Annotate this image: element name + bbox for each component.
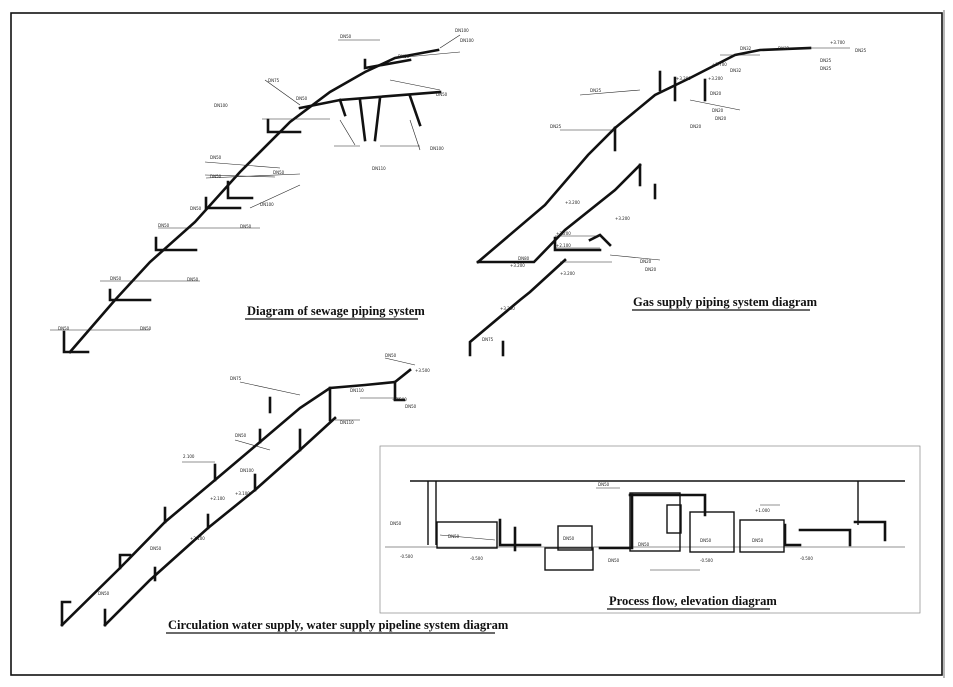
svg-text:DN50: DN50 [405,404,417,409]
sewage-piping-diagram: DN50 DN50 DN100 DN100 DN75 DN100 DN50 DN… [50,28,474,354]
svg-text:DN100: DN100 [214,103,228,108]
svg-text:DN20: DN20 [712,108,724,113]
svg-text:DN110: DN110 [340,420,354,425]
svg-text:DN50: DN50 [385,353,397,358]
svg-text:DN100: DN100 [455,28,469,33]
svg-text:+2.100: +2.100 [210,496,225,501]
svg-text:DN20: DN20 [715,116,727,121]
svg-text:DN50: DN50 [210,155,222,160]
svg-text:DN50: DN50 [752,538,764,543]
svg-text:DN50: DN50 [110,276,122,281]
process-diagram-frame [379,445,921,614]
svg-text:DN50: DN50 [563,536,575,541]
svg-text:DN20: DN20 [640,259,652,264]
svg-text:DN20: DN20 [710,91,722,96]
svg-text:+3.500: +3.500 [415,368,430,373]
svg-text:DN32: DN32 [740,46,752,51]
svg-text:DN80: DN80 [518,256,530,261]
svg-text:-0.500: -0.500 [400,554,413,559]
svg-text:+3.200: +3.200 [556,231,571,236]
svg-text:+3.200: +3.200 [510,263,525,268]
svg-text:DN50: DN50 [187,277,199,282]
svg-text:DN50: DN50 [296,96,308,101]
svg-text:-0.500: -0.500 [470,556,483,561]
svg-text:+3.200: +3.200 [500,306,515,311]
svg-text:-0.500: -0.500 [800,556,813,561]
svg-text:DN50: DN50 [240,224,252,229]
svg-text:DN25: DN25 [550,124,562,129]
svg-text:+3.200: +3.200 [615,216,630,221]
svg-text:DN20: DN20 [690,124,702,129]
svg-text:DN75: DN75 [482,337,494,342]
svg-text:DN50: DN50 [190,206,202,211]
svg-text:DN100: DN100 [460,38,474,43]
svg-text:DN25: DN25 [820,66,832,71]
svg-text:+3.100: +3.100 [235,491,250,496]
svg-text:2.100: 2.100 [183,454,195,459]
svg-text:DN50: DN50 [700,538,712,543]
svg-text:DN75: DN75 [230,376,242,381]
svg-text:+3.200: +3.200 [708,76,723,81]
svg-text:+3.200: +3.200 [560,271,575,276]
gas-piping-diagram: DN25 DN25 +3.700 DN25 DN25 DN25 DN32 DN3… [468,40,867,357]
svg-text:+3.700: +3.700 [830,40,845,45]
svg-text:-0.500: -0.500 [700,558,713,563]
svg-text:DN50: DN50 [140,326,152,331]
gas-diagram-title: Gas supply piping system diagram [633,295,818,309]
svg-text:+3.200: +3.200 [676,76,691,81]
svg-text:DN100: DN100 [260,202,274,207]
svg-text:DN50: DN50 [598,482,610,487]
svg-text:DN32: DN32 [730,68,742,73]
svg-text:DN110: DN110 [372,166,386,171]
svg-text:DN25: DN25 [820,58,832,63]
svg-text:DN50: DN50 [340,34,352,39]
tank-3 [544,547,594,571]
process-flow-diagram: DN50 DN50 DN50 DN50 DN50 DN50 DN50 DN50 … [379,445,921,614]
svg-text:DN50: DN50 [273,170,285,175]
svg-text:DN50: DN50 [210,174,222,179]
tank-4 [629,492,681,552]
svg-text:DN32: DN32 [778,46,790,51]
svg-text:DN25: DN25 [590,88,602,93]
svg-text:DN50: DN50 [398,54,410,59]
svg-text:+3.200: +3.200 [565,200,580,205]
svg-text:DN50: DN50 [436,92,448,97]
svg-text:DN100: DN100 [430,146,444,151]
water-diagram-title: Circulation water supply, water supply p… [168,618,509,632]
sewage-diagram-title: Diagram of sewage piping system [247,304,425,318]
tank-2 [557,525,593,551]
svg-text:DN75: DN75 [268,78,280,83]
svg-text:+2.100: +2.100 [190,536,205,541]
tank-1 [436,521,498,549]
svg-text:DN50: DN50 [150,546,162,551]
svg-text:DN50: DN50 [158,223,170,228]
svg-text:DN50: DN50 [98,591,110,596]
svg-text:DN50: DN50 [58,326,70,331]
svg-text:DN25: DN25 [855,48,867,53]
tank-6 [689,511,735,553]
svg-text:DN50: DN50 [235,433,247,438]
water-supply-diagram: DN75 DN50 2.100 DN110 DN50 +3.500 +3.000… [60,353,509,634]
svg-text:DN20: DN20 [645,267,657,272]
svg-text:DN100: DN100 [240,468,254,473]
svg-text:+3.000: +3.000 [392,397,407,402]
svg-text:+3.700: +3.700 [712,62,727,67]
tank-5 [666,504,682,534]
svg-text:DN50: DN50 [390,521,402,526]
svg-text:DN50: DN50 [608,558,620,563]
svg-text:DN50: DN50 [638,542,650,547]
svg-text:DN50: DN50 [448,534,460,539]
svg-text:+1.000: +1.000 [755,508,770,513]
svg-text:DN110: DN110 [350,388,364,393]
sheet-frame [10,12,943,676]
process-diagram-title: Process flow, elevation diagram [609,594,777,608]
svg-text:+2.100: +2.100 [556,243,571,248]
